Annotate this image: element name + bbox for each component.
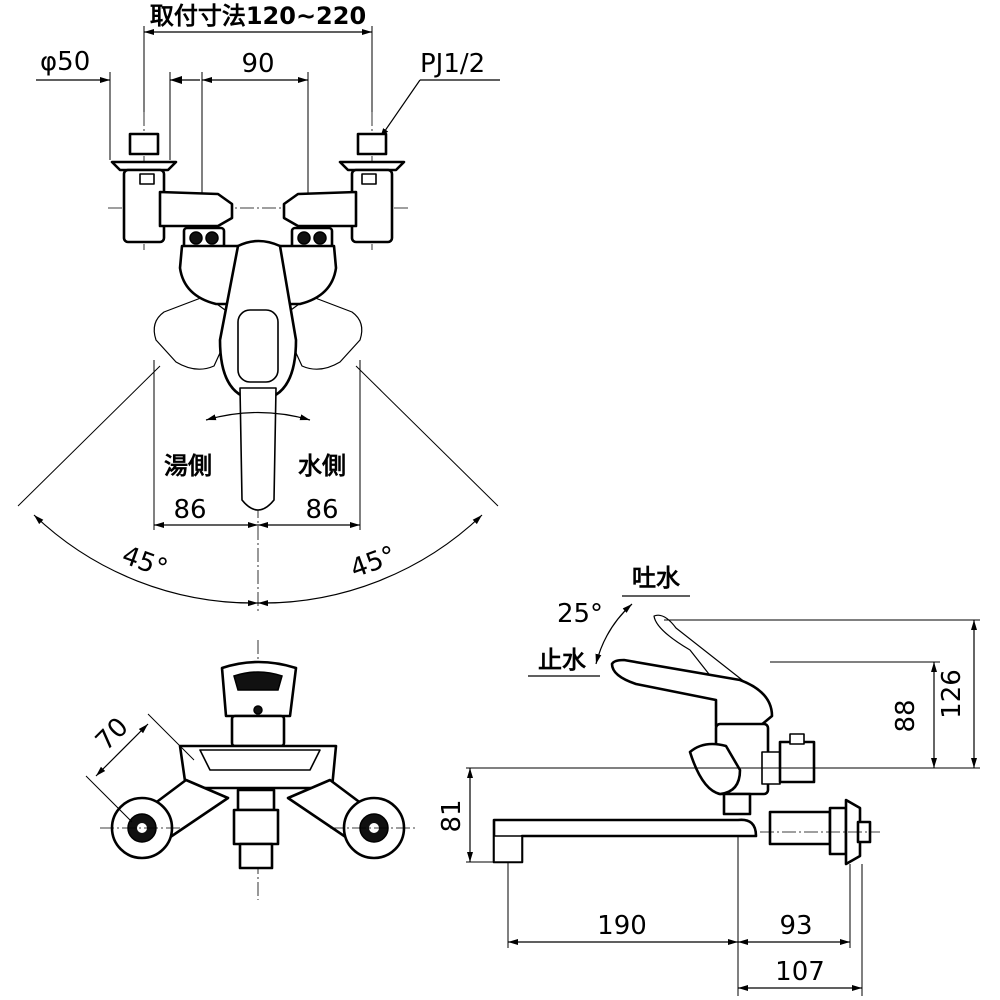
lever-angle-label: 25° [557,599,603,629]
total-depth-label: 107 [775,957,825,987]
spout-label: 吐水 [632,564,681,592]
hot-width-label: 86 [173,495,206,525]
lever-ghost-hot [153,295,237,370]
offset-label: 90 [241,49,274,79]
stop-label: 止水 [538,646,587,674]
hot-side-label: 湯側 [164,452,212,480]
top-view: 取付寸法120~220 φ50 90 PJ1/2 [17,2,500,612]
lever-height-label: 88 [891,699,921,732]
right-elbow-fitting [282,132,406,244]
body-depth-label: 93 [779,911,812,941]
spout-height-label: 81 [437,799,467,832]
lever-ghost-cold [279,295,363,370]
side-view: 25° 吐水 止水 88 126 81 190 93 107 [437,564,980,996]
hot-angle-label: 45° [118,541,172,585]
side-depth-label: 70 [90,712,135,757]
side-lever [610,658,774,728]
cold-angle-label: 45° [346,541,400,585]
side-spout [492,818,758,864]
diameter-label: φ50 [40,47,90,77]
cold-side-label: 水側 [298,452,346,480]
cold-width-label: 86 [305,495,338,525]
mounting-pitch-label: 取付寸法120~220 [150,2,366,30]
spout-reach-label: 190 [597,911,647,941]
left-elbow-fitting [110,132,234,244]
front-view: 70 [85,640,416,900]
thread-label: PJ1/2 [420,49,485,79]
total-height-label: 126 [937,669,967,719]
